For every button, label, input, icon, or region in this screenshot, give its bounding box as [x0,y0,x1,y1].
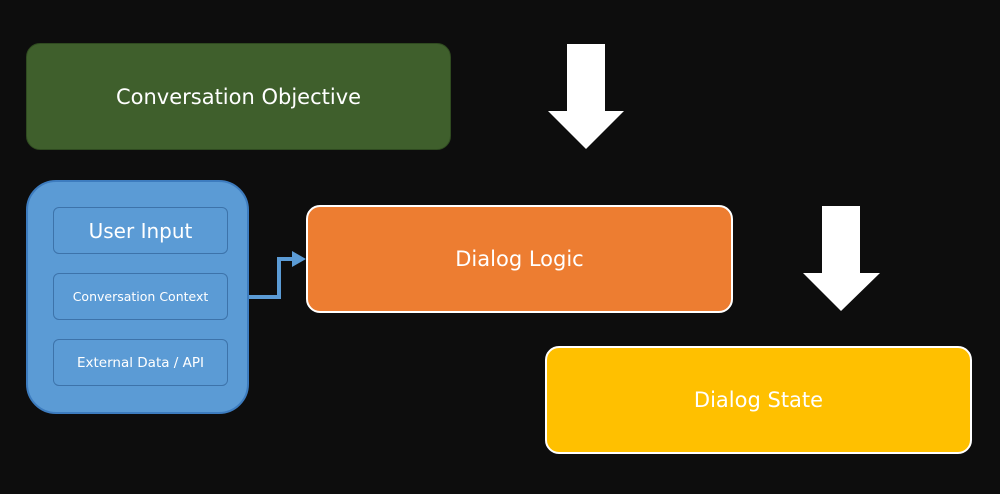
conversation-objective-box: Conversation Objective [26,43,451,150]
external-data-label: External Data / API [76,354,205,371]
inputs-to-logic-connector [249,257,292,299]
down-arrow-icon [803,206,880,311]
conversation-context-box: Conversation Context [53,273,228,320]
inputs-group: User Input Conversation Context External… [26,180,249,414]
down-arrow-icon [548,44,624,149]
external-data-box: External Data / API [53,339,228,386]
conversation-objective-label: Conversation Objective [115,84,362,109]
conversation-context-label: Conversation Context [72,289,209,304]
user-input-box: User Input [53,207,228,254]
dialog-logic-box: Dialog Logic [306,205,733,313]
dialog-state-label: Dialog State [693,388,824,412]
connector-arrowhead [292,251,306,267]
dialog-logic-label: Dialog Logic [455,247,584,271]
user-input-label: User Input [88,218,193,243]
dialog-state-box: Dialog State [545,346,972,454]
